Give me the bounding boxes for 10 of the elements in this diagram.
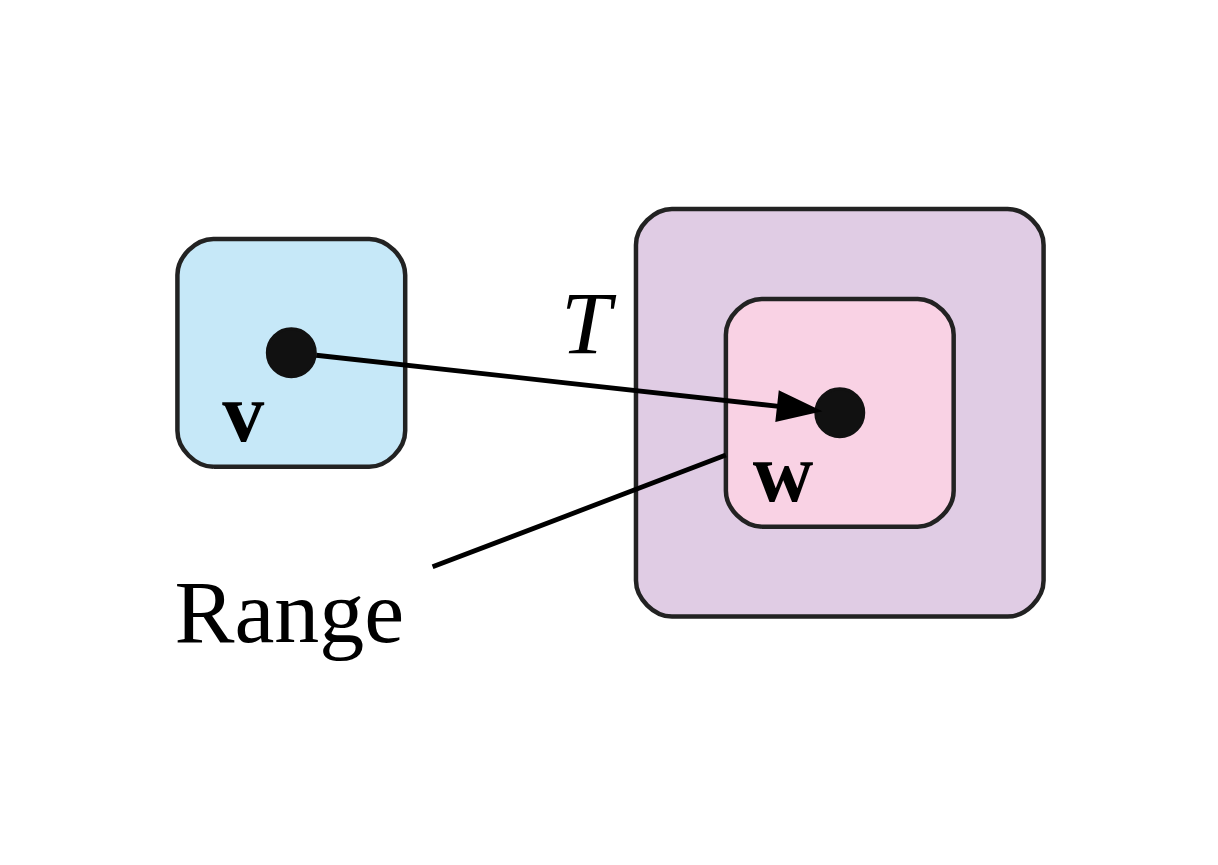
node-label: v [222,365,265,459]
node-label: w [752,425,814,519]
node-text: Range [174,561,405,661]
cluster [175,236,408,469]
node-circle [814,386,866,438]
cluster [723,296,956,529]
node-circle [265,326,317,378]
connector [431,452,727,569]
arrow [315,352,823,422]
cluster [633,206,1046,619]
